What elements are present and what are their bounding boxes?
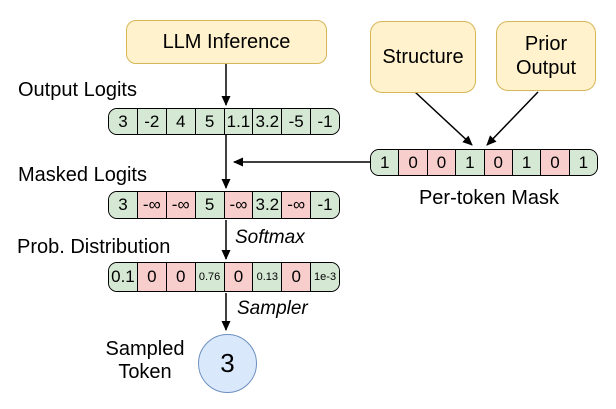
vector-cell: 0: [399, 150, 428, 175]
node-prior-output: Prior Output: [496, 21, 596, 91]
vector-cell: 1e-3: [311, 263, 339, 291]
masked-logits-label: Masked Logits: [18, 164, 147, 186]
vector-cell: -1: [311, 192, 339, 218]
per-token-mask-label: Per-token Mask: [418, 187, 560, 209]
vector-cell: 5: [195, 192, 225, 218]
vector-cell: 1: [512, 150, 542, 175]
prob-distribution-label: Prob. Distribution: [17, 236, 171, 258]
per-token-mask-vector: 1 0 0 1 0 1 0 1: [370, 149, 598, 176]
vector-cell: 4: [166, 109, 196, 134]
vector-cell: 0: [137, 263, 167, 291]
vector-cell: -1: [311, 109, 339, 134]
output-logits-label: Output Logits: [18, 79, 137, 101]
vector-cell: 0: [484, 150, 513, 175]
vector-cell: 3.2: [253, 109, 283, 134]
vector-cell: 0.13: [253, 263, 283, 291]
sampled-token-label: Sampled Token: [105, 338, 185, 383]
softmax-label: Softmax: [235, 227, 305, 248]
vector-cell: 5: [195, 109, 225, 134]
node-llm-inference: LLM Inference: [126, 20, 327, 64]
vector-cell: 1.1: [224, 109, 254, 134]
node-structure: Structure: [370, 21, 476, 93]
prob-distribution-vector: 0.1 0 0 0.76 0 0.13 0 1e-3: [108, 262, 340, 292]
vector-cell: -2: [137, 109, 167, 134]
vector-cell: 1: [371, 150, 400, 175]
vector-cell: 3: [109, 109, 138, 134]
sampler-label: Sampler: [237, 298, 308, 319]
masked-logits-vector: 3 -∞ -∞ 5 -∞ 3.2 -∞ -1: [108, 191, 340, 219]
vector-cell: 0: [427, 150, 457, 175]
vector-cell: 3.2: [253, 192, 283, 218]
vector-cell: 0.76: [195, 263, 225, 291]
vector-cell: 0: [224, 263, 254, 291]
vector-cell: 0.1: [109, 263, 138, 291]
arrow-prior-output-to-mask: [486, 91, 539, 146]
vector-cell: 0: [541, 150, 570, 175]
vector-cell: -5: [282, 109, 312, 134]
vector-cell: -∞: [224, 192, 254, 218]
vector-cell: 1: [456, 150, 485, 175]
vector-cell: 3: [109, 192, 138, 218]
arrow-structure-to-mask: [414, 91, 473, 146]
vector-cell: -∞: [166, 192, 196, 218]
vector-cell: -∞: [282, 192, 312, 218]
vector-cell: 0: [282, 263, 312, 291]
vector-cell: 0: [166, 263, 196, 291]
output-logits-vector: 3 -2 4 5 1.1 3.2 -5 -1: [108, 108, 340, 135]
vector-cell: 1: [569, 150, 597, 175]
vector-cell: -∞: [137, 192, 167, 218]
sampled-token-circle: 3: [198, 334, 257, 393]
